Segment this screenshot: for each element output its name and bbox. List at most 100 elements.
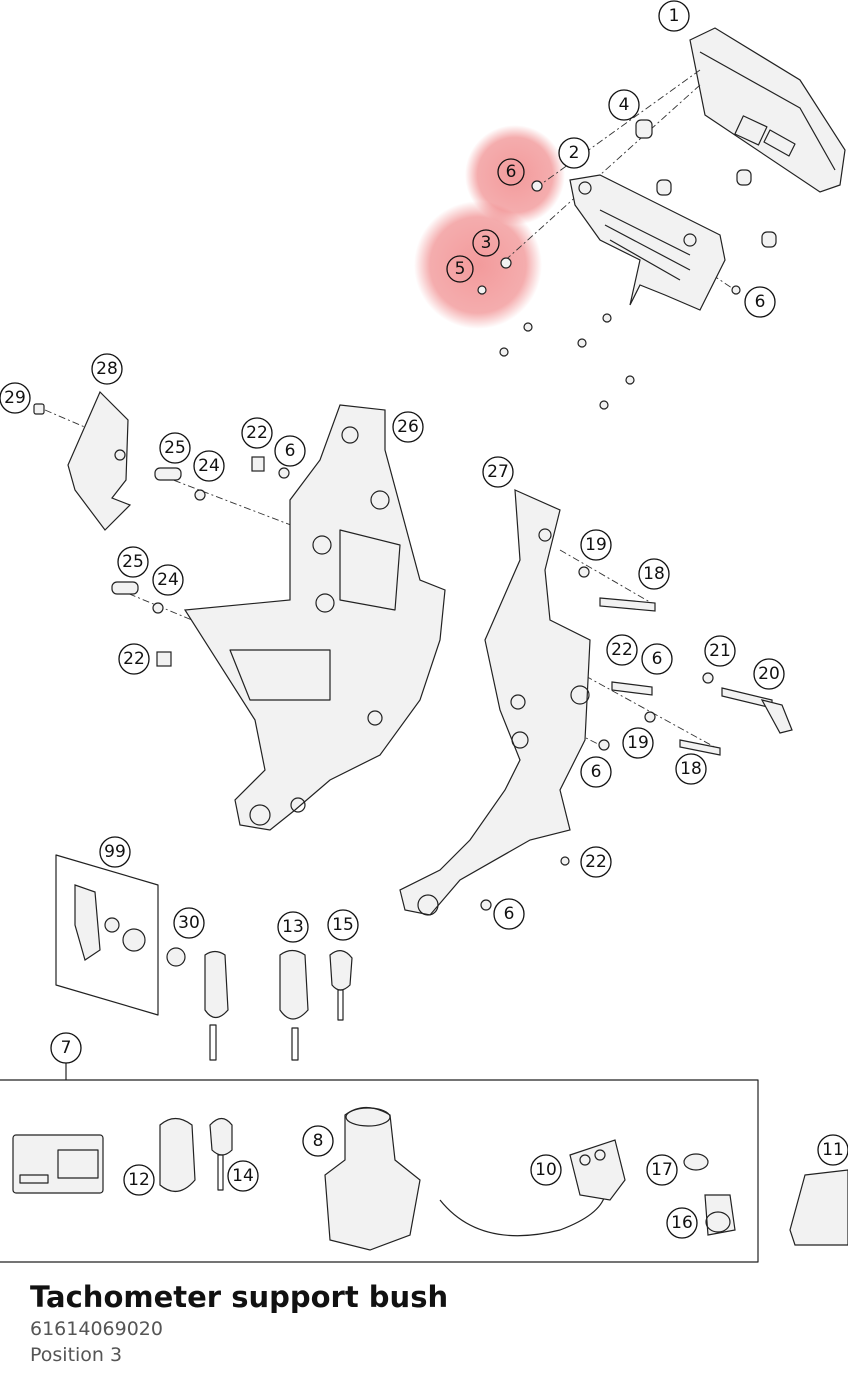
callout-label: 6 <box>285 441 296 461</box>
callout-14[interactable]: 14 <box>227 1160 259 1192</box>
callout-label: 19 <box>627 733 649 753</box>
callout-label: 22 <box>246 423 268 443</box>
callout-label: 24 <box>157 570 179 590</box>
callout-label: 26 <box>397 417 419 437</box>
callout-6[interactable]: 6 <box>641 643 673 675</box>
callout-30[interactable]: 30 <box>173 907 205 939</box>
callout-label: 25 <box>164 438 186 458</box>
callout-6-highlighted[interactable]: 6 <box>497 158 525 186</box>
callout-22[interactable]: 22 <box>580 846 612 878</box>
callout-13[interactable]: 13 <box>277 911 309 943</box>
callout-label: 12 <box>128 1170 150 1190</box>
part-number: 61614069020 <box>30 1318 163 1340</box>
callout-label: 29 <box>4 388 26 408</box>
callout-6[interactable]: 6 <box>274 435 306 467</box>
callout-label: 6 <box>652 649 663 669</box>
callout-3-highlighted[interactable]: 3 <box>472 229 500 257</box>
callout-20[interactable]: 20 <box>753 658 785 690</box>
callout-27[interactable]: 27 <box>482 456 514 488</box>
callout-label: 15 <box>332 915 354 935</box>
callout-label: 17 <box>651 1160 673 1180</box>
callout-25[interactable]: 25 <box>117 546 149 578</box>
callout-10[interactable]: 10 <box>530 1154 562 1186</box>
callout-label: 22 <box>585 852 607 872</box>
callout-22[interactable]: 22 <box>241 417 273 449</box>
part-title: Tachometer support bush <box>30 1280 449 1314</box>
callout-4[interactable]: 4 <box>608 89 640 121</box>
callout-label: 19 <box>585 535 607 555</box>
tachometer-display <box>689 27 846 193</box>
callout-5-highlighted[interactable]: 5 <box>446 255 474 283</box>
callout-12[interactable]: 12 <box>123 1164 155 1196</box>
callout-1[interactable]: 1 <box>658 0 690 32</box>
callout-label: 22 <box>123 649 145 669</box>
callout-7[interactable]: 7 <box>50 1032 82 1064</box>
callout-22[interactable]: 22 <box>118 643 150 675</box>
callout-15[interactable]: 15 <box>327 909 359 941</box>
callout-label: 2 <box>569 143 580 163</box>
callout-label: 11 <box>822 1140 844 1160</box>
callout-18[interactable]: 18 <box>638 558 670 590</box>
callout-99[interactable]: 99 <box>99 836 131 868</box>
small-hardware <box>477 119 777 410</box>
callout-label: 10 <box>535 1160 557 1180</box>
callout-6[interactable]: 6 <box>580 756 612 788</box>
callout-29[interactable]: 29 <box>0 382 31 414</box>
ignition-switch-cover <box>789 1169 848 1246</box>
callout-19[interactable]: 19 <box>622 727 654 759</box>
part-position: Position 3 <box>30 1344 123 1366</box>
highlight-glow-3-5[interactable] <box>414 201 542 329</box>
cover-panel <box>33 390 132 531</box>
exploded-parts-diagram: 1 4 2 6 3 5 6 28 29 25 24 22 6 26 27 19 … <box>0 0 848 1263</box>
callout-label: 3 <box>481 233 492 253</box>
callout-8[interactable]: 8 <box>302 1125 334 1157</box>
callout-label: 1 <box>669 6 680 26</box>
highlight-glow-6[interactable] <box>465 125 565 225</box>
callout-label: 25 <box>122 552 144 572</box>
part-info-panel: Tachometer support bush 61614069020 Posi… <box>30 1278 830 1368</box>
callout-24[interactable]: 24 <box>193 450 225 482</box>
callout-22[interactable]: 22 <box>606 634 638 666</box>
callout-18[interactable]: 18 <box>675 753 707 785</box>
callout-label: 24 <box>198 456 220 476</box>
callout-label: 7 <box>61 1038 72 1058</box>
left-frame-bracket <box>111 404 446 831</box>
callout-label: 30 <box>178 913 200 933</box>
callout-label: 18 <box>643 564 665 584</box>
callout-label: 4 <box>619 95 630 115</box>
callout-17[interactable]: 17 <box>646 1154 678 1186</box>
callout-label: 14 <box>232 1166 254 1186</box>
callout-label: 6 <box>506 162 517 182</box>
ignition-kit-box <box>0 1062 759 1263</box>
callout-label: 21 <box>709 641 731 661</box>
callout-6[interactable]: 6 <box>744 286 776 318</box>
callout-11[interactable]: 11 <box>817 1134 848 1166</box>
callout-label: 6 <box>591 762 602 782</box>
key-card <box>55 854 159 1016</box>
callout-label: 6 <box>755 292 766 312</box>
callout-19[interactable]: 19 <box>580 529 612 561</box>
callout-label: 5 <box>455 259 466 279</box>
callout-label: 28 <box>96 359 118 379</box>
callout-label: 16 <box>671 1213 693 1233</box>
callouts: 1 4 2 6 3 5 6 28 29 25 24 22 6 26 27 19 … <box>0 0 848 1239</box>
highlight-glows <box>414 125 565 329</box>
callout-16[interactable]: 16 <box>666 1207 698 1239</box>
callout-28[interactable]: 28 <box>91 353 123 385</box>
support-bracket <box>569 174 726 311</box>
callout-21[interactable]: 21 <box>704 635 736 667</box>
callout-label: 18 <box>680 759 702 779</box>
keys <box>166 947 353 1061</box>
callout-24[interactable]: 24 <box>152 564 184 596</box>
callout-25[interactable]: 25 <box>159 432 191 464</box>
callout-label: 22 <box>611 640 633 660</box>
callout-label: 6 <box>504 904 515 924</box>
callout-label: 27 <box>487 462 509 482</box>
callout-label: 20 <box>758 664 780 684</box>
callout-26[interactable]: 26 <box>392 411 424 443</box>
callout-6[interactable]: 6 <box>493 898 525 930</box>
callout-label: 13 <box>282 917 304 937</box>
callout-label: 99 <box>104 842 126 862</box>
callout-2[interactable]: 2 <box>558 137 590 169</box>
callout-label: 8 <box>313 1131 324 1151</box>
